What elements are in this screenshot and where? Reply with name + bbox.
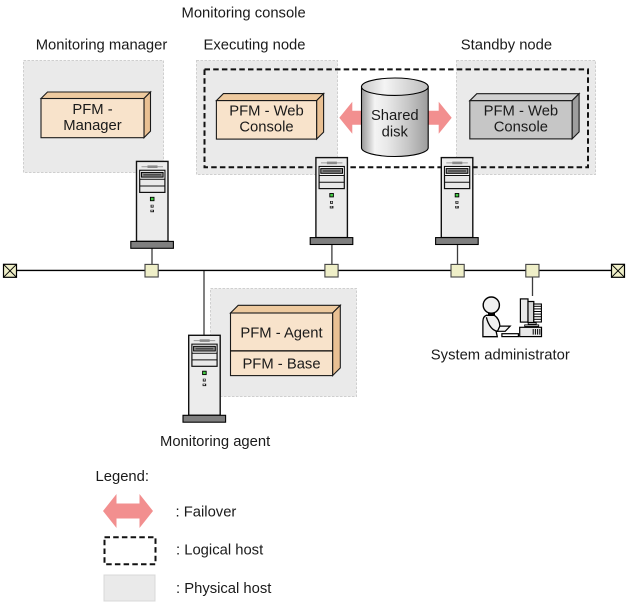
svg-text:Legend:: Legend: [96,469,150,485]
svg-text:PFM - Base: PFM - Base [242,357,320,373]
svg-text:System administrator: System administrator [431,348,570,364]
svg-text:Executing node: Executing node [204,37,306,53]
svg-text:: Physical host: : Physical host [176,581,271,597]
svg-text:Monitoring manager: Monitoring manager [36,37,168,53]
svg-text:Shared: Shared [371,108,419,124]
svg-text:PFM - Agent: PFM - Agent [240,325,322,341]
svg-text:Standby node: Standby node [461,37,552,53]
svg-text:Manager: Manager [63,118,121,134]
svg-text:Console: Console [239,120,293,136]
svg-text:Monitoring agent: Monitoring agent [160,434,270,450]
svg-text:: Logical host: : Logical host [176,542,263,558]
svg-text:disk: disk [382,125,409,141]
svg-text:: Failover: : Failover [176,505,237,521]
svg-text:Monitoring console: Monitoring console [182,5,306,21]
svg-text:PFM - Web: PFM - Web [229,104,304,120]
svg-text:Console: Console [494,120,548,136]
svg-text:PFM -: PFM - [72,102,112,118]
svg-text:PFM - Web: PFM - Web [484,104,559,120]
